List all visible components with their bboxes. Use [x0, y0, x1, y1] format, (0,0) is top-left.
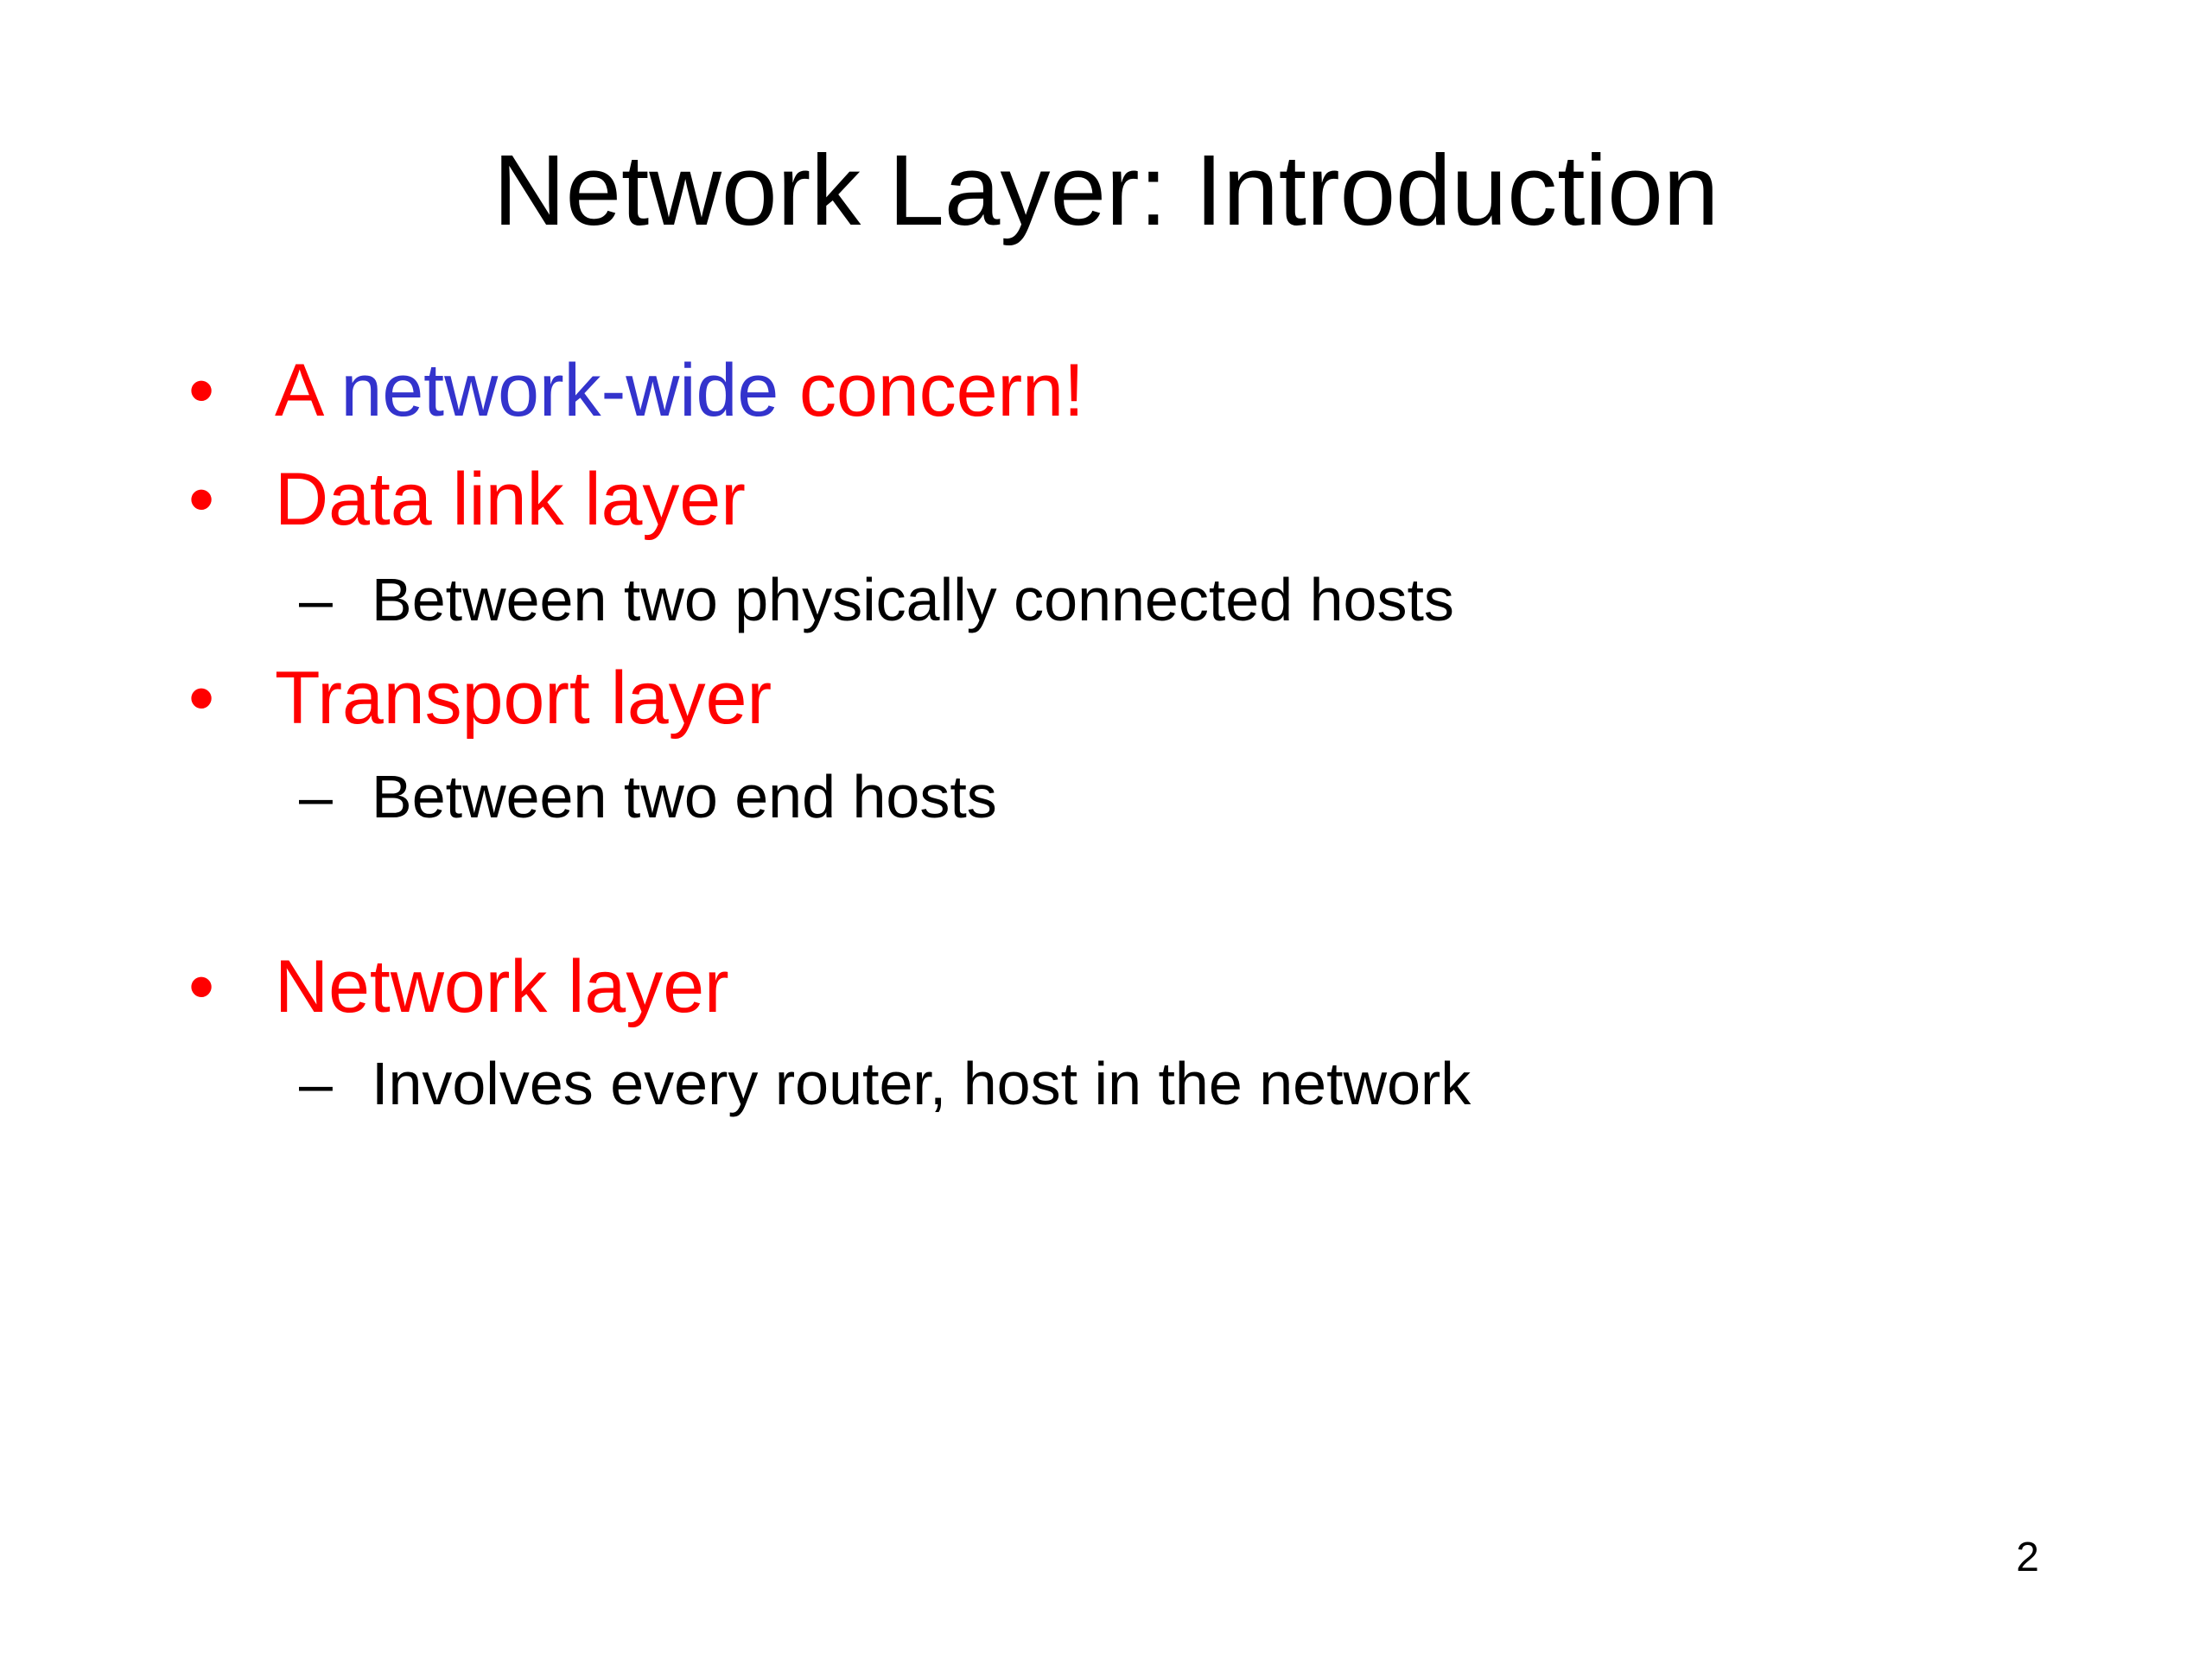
- bullet-marker: •: [188, 458, 215, 541]
- bullet-text-part: A: [275, 349, 341, 432]
- bullet-text: Network layer: [275, 945, 729, 1028]
- bullet-text: Data link layer: [275, 458, 746, 541]
- page-number: 2: [2016, 1535, 2039, 1580]
- bullet-marker: •: [188, 349, 215, 432]
- sub-text: Involves every router, host in the netwo…: [372, 1050, 1471, 1117]
- bullet-text: A network-wide concern!: [275, 347, 1084, 434]
- sub-text: Between two physically connected hosts: [372, 566, 1454, 633]
- bullet-text-highlight: network-wide: [340, 349, 779, 432]
- sub-marker: –: [299, 1050, 333, 1117]
- slide-title: Network Layer: Introduction: [493, 134, 1719, 246]
- bullet-marker: •: [188, 657, 215, 740]
- sub-marker: –: [299, 566, 333, 633]
- bullet-text: Transport layer: [275, 657, 772, 740]
- bullet-marker: •: [188, 945, 215, 1028]
- sub-marker: –: [299, 763, 333, 830]
- bullet-text-part: concern!: [779, 349, 1084, 432]
- sub-text: Between two end hosts: [372, 763, 997, 830]
